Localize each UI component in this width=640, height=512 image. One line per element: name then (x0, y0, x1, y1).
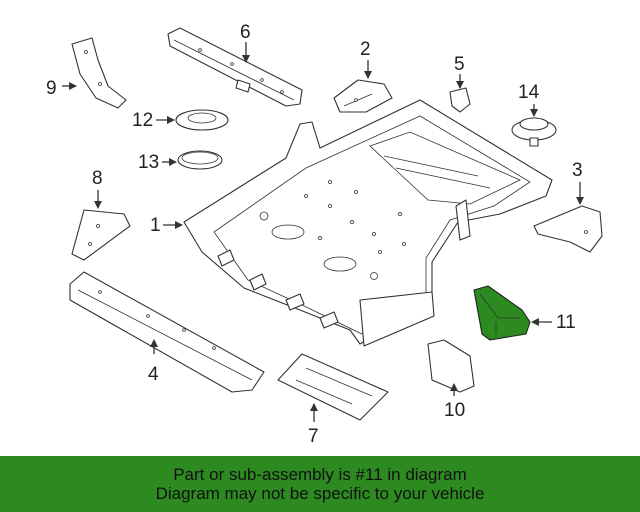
callout-8: 8 (92, 168, 103, 189)
part-7-tray[interactable] (277, 353, 389, 421)
part-11-highlighted[interactable] (473, 285, 531, 341)
callout-9: 9 (46, 78, 57, 99)
callout-6: 6 (240, 22, 251, 43)
part-13-grommet[interactable] (177, 150, 223, 170)
callout-14: 14 (518, 82, 540, 103)
part-14-mount[interactable] (511, 117, 557, 147)
notice-banner: Part or sub-assembly is #11 in diagram D… (0, 456, 640, 512)
parts-diagram: 9 6 2 5 14 12 13 (46, 22, 603, 447)
part-2-bracket[interactable] (333, 79, 393, 113)
part-3-bracket[interactable] (533, 205, 603, 253)
part-6-crossmember[interactable] (167, 27, 303, 107)
part-10-cover[interactable] (427, 339, 475, 393)
part-11-shape[interactable] (473, 285, 531, 341)
part-5-clip[interactable] (449, 87, 471, 113)
callout-2: 2 (360, 39, 371, 60)
part-9-bracket[interactable] (71, 37, 127, 109)
callout-4: 4 (148, 364, 159, 385)
part-8-bracket[interactable] (71, 209, 131, 261)
part-12-plate[interactable] (175, 109, 229, 131)
callout-5: 5 (454, 54, 465, 75)
banner-line-2: Diagram may not be specific to your vehi… (155, 484, 485, 503)
banner-line-1: Part or sub-assembly is #11 in diagram (173, 465, 467, 484)
callout-12: 12 (132, 110, 153, 131)
callout-13: 13 (138, 152, 159, 173)
callout-10: 10 (444, 400, 465, 421)
callout-7: 7 (308, 426, 319, 447)
callout-1: 1 (150, 215, 161, 236)
callout-11: 11 (556, 312, 576, 333)
part-1-floor-pan[interactable] (183, 99, 553, 347)
callout-3: 3 (572, 160, 583, 181)
part-4-rail[interactable] (69, 271, 265, 393)
